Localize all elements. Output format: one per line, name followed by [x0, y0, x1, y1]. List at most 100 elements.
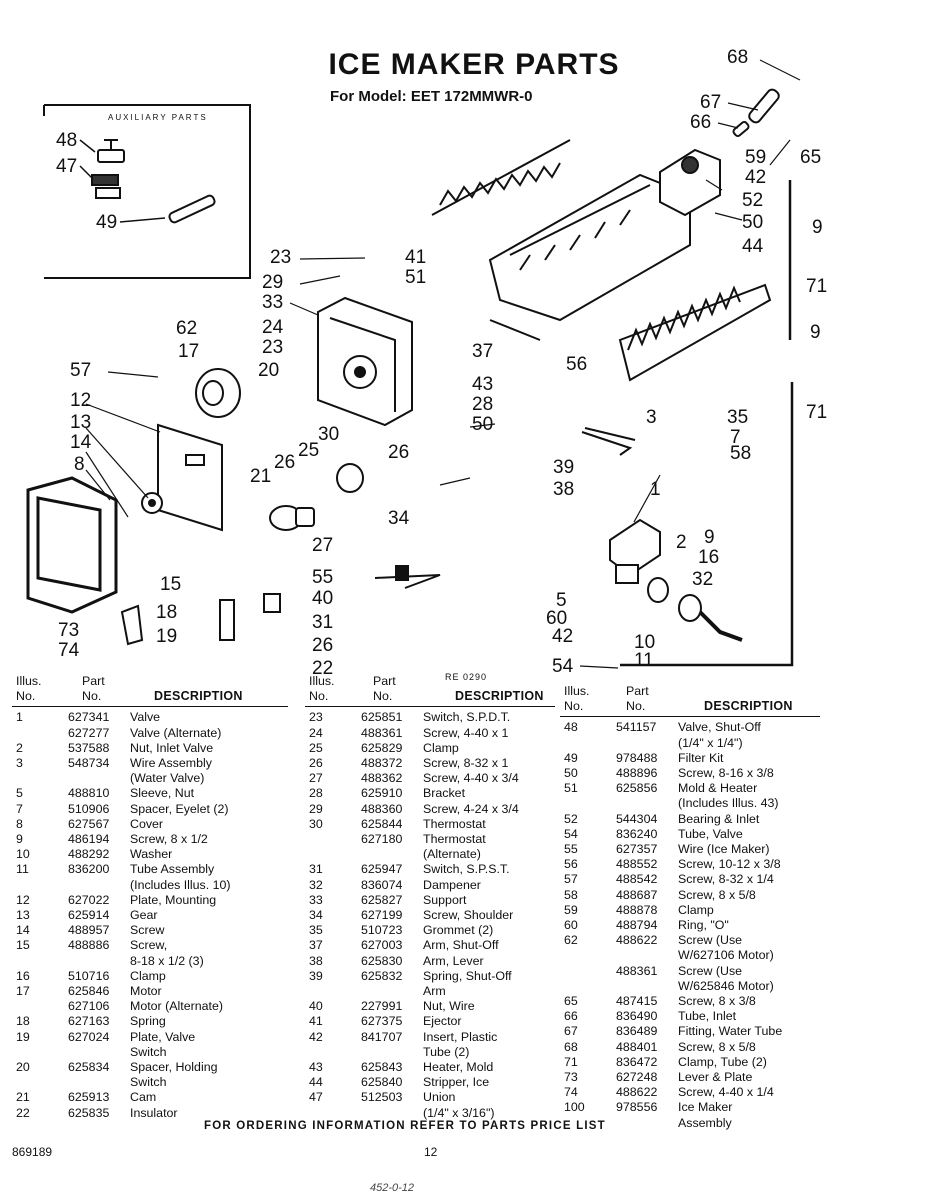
illus-number: 35 [309, 923, 323, 938]
part-number: 627163 [68, 1014, 110, 1029]
part-number: 627248 [616, 1070, 658, 1085]
callout: 67 [700, 92, 721, 113]
table-row: Tube (2) [305, 1045, 555, 1060]
callout: 20 [258, 360, 279, 381]
part-number [68, 954, 130, 969]
illus-number: 7 [16, 801, 23, 816]
part-description: Ice Maker [678, 1100, 733, 1115]
part-description: Switch, S.P.D.T. [423, 710, 511, 725]
callout: 52 [742, 190, 763, 211]
callout: 57 [70, 360, 91, 381]
part-description: Thermostat [423, 816, 486, 831]
illus-number: 19 [16, 1029, 30, 1044]
illus-number: 30 [309, 816, 323, 831]
part-description: Dampener [423, 877, 481, 892]
part-description: Assembly [678, 1115, 732, 1130]
wire-harness-drawing [374, 565, 441, 589]
illus-number [305, 847, 361, 862]
part-description: Clamp [678, 902, 714, 917]
callout: 47 [56, 156, 77, 177]
callout: 10 [634, 632, 655, 653]
part-number [361, 1106, 423, 1121]
part-number: 488401 [616, 1039, 658, 1054]
illus-number: 47 [309, 1090, 323, 1105]
table-row: (Includes Illus. 43) [560, 796, 820, 811]
part-number: 488372 [361, 756, 403, 771]
support-housing-drawing [317, 296, 413, 427]
callout: 50 [472, 414, 493, 435]
leader-lines [85, 59, 801, 669]
callout: 54 [552, 656, 574, 677]
illus-number: 14 [16, 923, 30, 938]
part-description: 8-18 x 1/2 (3) [130, 953, 204, 968]
part-number: 978556 [616, 1100, 658, 1115]
part-description: Screw, 8 x 5/8 [678, 887, 756, 902]
callout: 40 [312, 588, 333, 609]
callout: 43 [472, 374, 493, 395]
handwritten-note: 452-0-12 [370, 1182, 415, 1194]
header-part: Part [626, 684, 649, 698]
mold-heater-drawing [488, 173, 691, 341]
part-number: 625846 [68, 984, 110, 999]
illus-number: 26 [309, 756, 323, 771]
callout: 65 [800, 147, 821, 168]
part-number [68, 1045, 130, 1060]
table-row: (1/4" x 1/4") [560, 736, 820, 751]
illus-number [560, 736, 616, 751]
water-valve-drawing [609, 518, 661, 584]
callout: 44 [742, 236, 764, 257]
part-description: (Includes Illus. 10) [130, 877, 231, 892]
illus-number: 50 [564, 766, 578, 781]
illus-number: 33 [309, 892, 323, 907]
part-number: 512503 [361, 1090, 403, 1105]
illus-number: 54 [564, 826, 578, 841]
illus-number: 2 [16, 740, 23, 755]
parts-diagram: AUXILIARY PARTS [26, 47, 827, 679]
callout: 3 [646, 407, 657, 428]
part-description: Wire Assembly [130, 756, 212, 771]
illus-number: 25 [309, 740, 323, 755]
illus-number: 43 [309, 1060, 323, 1075]
callout: 2 [676, 532, 687, 553]
part-description: Stripper, Ice [423, 1075, 490, 1090]
wire-assembly-drawing [581, 427, 636, 456]
part-description: W/627106 Motor) [678, 948, 774, 963]
part-description: Screw (Use [678, 963, 743, 978]
illus-number: 27 [309, 771, 323, 786]
callout: 38 [553, 479, 574, 500]
callout: 21 [250, 466, 271, 487]
illus-number: 32 [309, 877, 323, 892]
illus-number: 44 [309, 1075, 323, 1090]
part-description: Heater, Mold [423, 1060, 494, 1075]
callout: 26 [312, 635, 333, 656]
part-description: Thermostat [423, 832, 486, 847]
part-description: Bearing & Inlet [678, 811, 760, 826]
part-number: 488360 [361, 801, 403, 816]
table-row: 8-18 x 1/2 (3) [12, 954, 288, 969]
part-number: 510716 [68, 968, 110, 983]
illus-number: 34 [309, 908, 323, 923]
illus-number: 23 [309, 710, 323, 725]
part-description: Mold & Heater [678, 781, 758, 796]
table-row: (Includes Illus. 10) [12, 878, 288, 893]
shutoff-valve-drawing [91, 139, 125, 199]
callout: 31 [312, 612, 333, 633]
illus-number: 41 [309, 1014, 323, 1029]
illus-number: 73 [564, 1070, 578, 1085]
callout: 16 [698, 547, 719, 568]
callout: 48 [56, 130, 77, 151]
callout: 39 [553, 457, 574, 478]
illus-number: 28 [309, 786, 323, 801]
part-number: 625851 [361, 710, 403, 725]
illus-number: 57 [564, 872, 578, 887]
